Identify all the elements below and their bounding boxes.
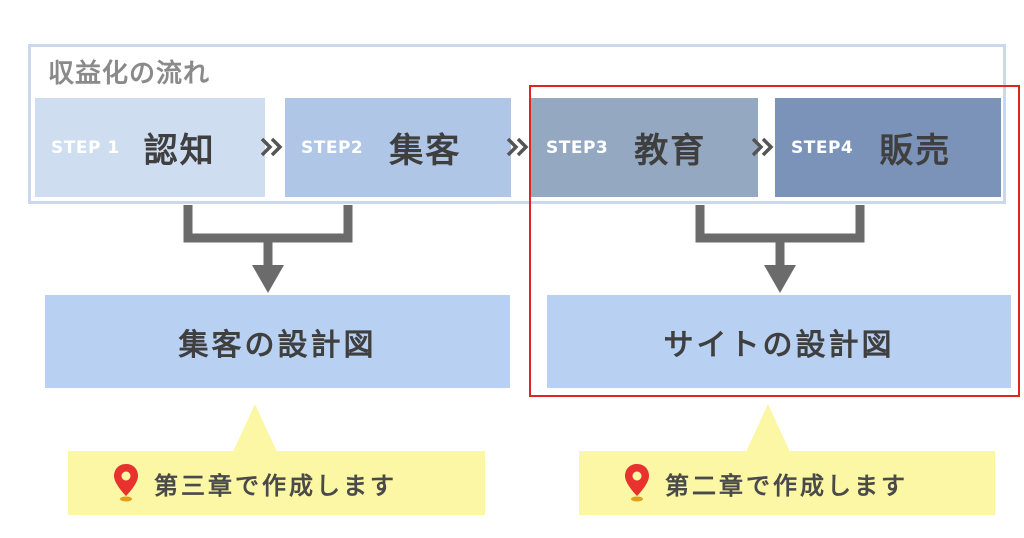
callout-left-text: 第三章で作成します [154, 471, 397, 500]
flow-frame [28, 44, 1006, 204]
blueprint-box-left: 集客の設計図 [45, 295, 510, 388]
merge-arrow-left [183, 205, 353, 293]
step-4-box: STEP4 販売 [775, 98, 1001, 197]
step-3-name: 教育 [634, 131, 707, 171]
step-2-name: 集客 [389, 131, 462, 171]
blueprint-box-right: サイトの設計図 [547, 295, 1011, 388]
highlight-frame [529, 85, 1020, 397]
step-2-tag: STEP2 [301, 137, 364, 158]
callout-right-text: 第二章で作成します [665, 471, 908, 500]
map-pin-icon [114, 464, 138, 502]
step-2-box: STEP2 集客 [285, 98, 511, 197]
callout-pointer-right [745, 404, 791, 454]
callout-pointer-left [232, 404, 278, 454]
callout-right: 第二章で作成します [579, 451, 995, 515]
step-4-tag: STEP4 [791, 137, 854, 158]
step-3-box: STEP3 教育 [530, 98, 758, 197]
step-3-tag: STEP3 [546, 137, 609, 158]
double-chevron-right-icon [260, 137, 283, 157]
step-1-tag: STEP 1 [51, 137, 120, 158]
map-pin-icon [625, 464, 649, 502]
merge-arrow-right [695, 205, 865, 293]
step-4-name: 販売 [879, 131, 952, 171]
double-chevron-right-icon [751, 137, 774, 157]
step-1-name: 認知 [143, 131, 216, 171]
callout-left: 第三章で作成します [68, 451, 485, 515]
flow-title: 収益化の流れ [48, 59, 211, 89]
step-1-box: STEP 1 認知 [35, 98, 265, 197]
double-chevron-right-icon [506, 137, 529, 157]
